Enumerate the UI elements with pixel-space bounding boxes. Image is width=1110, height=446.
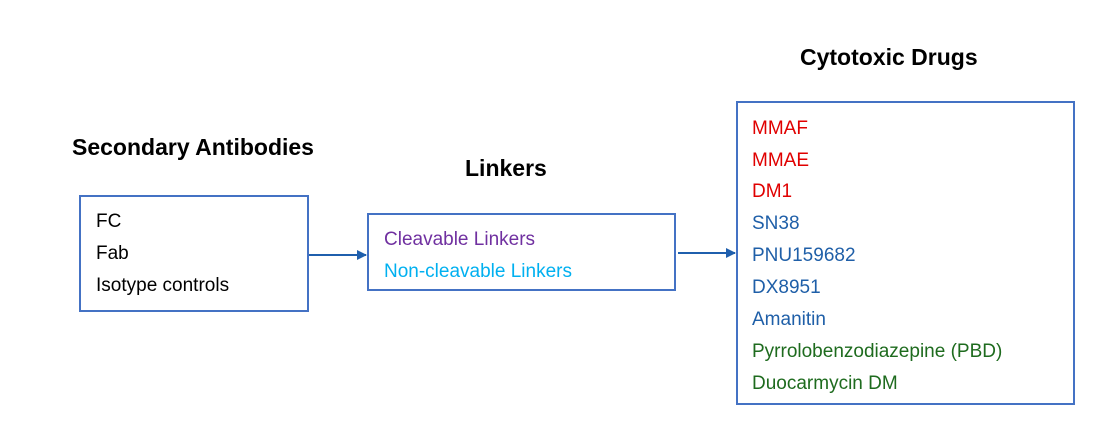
secondary-antibodies-heading: Secondary Antibodies (72, 134, 314, 160)
drug-item-duocarmycin-dm: Duocarmycin DM (752, 373, 898, 394)
antibody-item-isotype-controls: Isotype controls (96, 275, 230, 296)
drug-item-mmae: MMAE (752, 150, 809, 171)
antibody-item-fab: Fab (96, 243, 129, 264)
linkers-heading: Linkers (465, 155, 547, 181)
cytotoxic-drugs-heading: Cytotoxic Drugs (800, 44, 978, 70)
linker-item-cleavable: Cleavable Linkers (384, 229, 536, 250)
drug-item-dm1: DM1 (752, 181, 793, 202)
drug-item-pbd: Pyrrolobenzodiazepine (PBD) (752, 341, 1003, 362)
drug-item-sn38: SN38 (752, 213, 800, 234)
drug-item-pnu159682: PNU159682 (752, 245, 856, 266)
cytotoxic-drugs-box (736, 101, 1075, 405)
antibody-item-fc: FC (96, 211, 122, 232)
drug-item-amanitin: Amanitin (752, 309, 826, 330)
secondary-antibodies-box (79, 195, 309, 312)
linkers-box (367, 213, 676, 291)
linker-item-non-cleavable: Non-cleavable Linkers (384, 261, 572, 282)
drug-item-dx8951: DX8951 (752, 277, 821, 298)
drug-item-mmaf: MMAF (752, 118, 808, 139)
